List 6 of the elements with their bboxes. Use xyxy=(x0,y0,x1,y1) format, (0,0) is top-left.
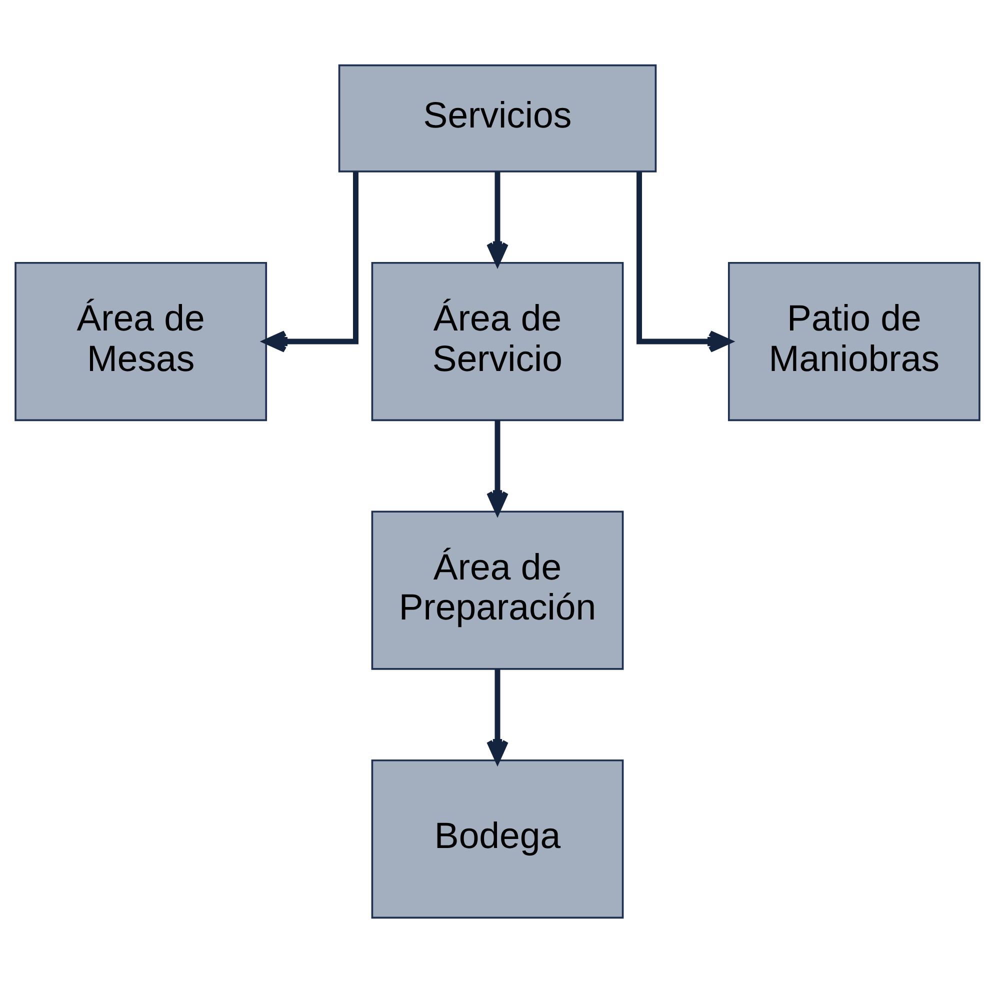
node-box: Área de Servicio xyxy=(371,262,624,422)
node-box: Servicios xyxy=(338,64,657,172)
node-box: Área de Mesas xyxy=(14,262,268,422)
node-box: Área de Preparación xyxy=(371,510,624,670)
node-box: Bodega xyxy=(371,759,624,919)
node-box: Patio de Maniobras xyxy=(728,262,980,422)
